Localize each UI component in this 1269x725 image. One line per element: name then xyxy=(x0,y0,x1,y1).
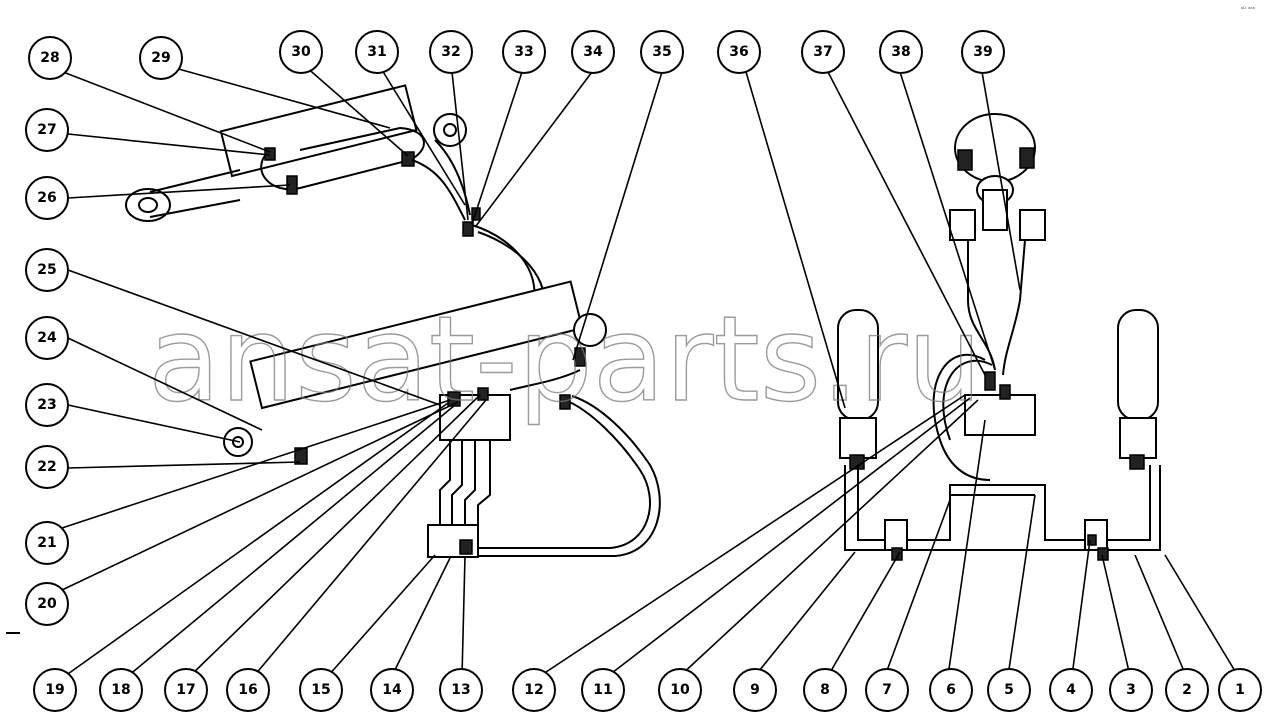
upper-cylinder xyxy=(125,84,467,222)
callout-26: 26 xyxy=(25,176,69,220)
callout-17-label: 17 xyxy=(176,682,195,698)
callout-3: 3 xyxy=(1109,668,1153,712)
callout-25-label: 25 xyxy=(37,262,56,278)
callout-19: 19 xyxy=(33,668,77,712)
callout-20: 20 xyxy=(25,582,69,626)
callout-7: 7 xyxy=(865,668,909,712)
callout-6: 6 xyxy=(929,668,973,712)
callout-36: 36 xyxy=(717,30,761,74)
callout-18-label: 18 xyxy=(111,682,130,698)
callout-27: 27 xyxy=(25,108,69,152)
callout-10-label: 10 xyxy=(670,682,690,698)
callout-28-label: 28 xyxy=(40,50,59,66)
callout-33: 33 xyxy=(502,30,546,74)
callout-14: 14 xyxy=(370,668,414,712)
callout-32: 32 xyxy=(429,30,473,74)
callout-24: 24 xyxy=(25,316,69,360)
edge-tick-mark xyxy=(6,632,20,634)
callout-17: 17 xyxy=(164,668,208,712)
callout-34-label: 34 xyxy=(583,44,603,60)
callout-2-label: 2 xyxy=(1182,682,1192,698)
callout-12: 12 xyxy=(512,668,556,712)
callout-10: 10 xyxy=(658,668,702,712)
callout-27-label: 27 xyxy=(37,122,56,138)
callout-33-label: 33 xyxy=(514,44,533,60)
callout-37-label: 37 xyxy=(813,44,832,60)
callout-20-label: 20 xyxy=(37,596,57,612)
callout-4-label: 4 xyxy=(1066,682,1076,698)
leader-lines xyxy=(57,65,1239,677)
callout-21-label: 21 xyxy=(37,535,56,551)
callout-7-label: 7 xyxy=(882,682,892,698)
valve-block xyxy=(427,387,661,558)
callout-11-label: 11 xyxy=(593,682,612,698)
callout-16: 16 xyxy=(226,668,270,712)
callout-25: 25 xyxy=(25,248,69,292)
callout-14-label: 14 xyxy=(382,682,402,698)
callout-29-label: 29 xyxy=(151,50,170,66)
callout-30: 30 xyxy=(279,30,323,74)
callout-28: 28 xyxy=(28,36,72,80)
callout-29: 29 xyxy=(139,36,183,80)
callout-12-label: 12 xyxy=(524,682,543,698)
callout-15: 15 xyxy=(299,668,343,712)
callout-38-label: 38 xyxy=(891,44,910,60)
callout-23-label: 23 xyxy=(37,397,56,413)
callout-37: 37 xyxy=(801,30,845,74)
seat-pedal-assembly xyxy=(949,113,1046,376)
callout-3-label: 3 xyxy=(1126,682,1136,698)
callout-26-label: 26 xyxy=(37,190,56,206)
callout-39-label: 39 xyxy=(973,44,992,60)
corner-note: ᵃᴰ ᵃᵃᵃ xyxy=(1240,6,1255,13)
callout-23: 23 xyxy=(25,383,69,427)
callout-35: 35 xyxy=(640,30,684,74)
callout-6-label: 6 xyxy=(946,682,956,698)
callout-13: 13 xyxy=(439,668,483,712)
callout-16-label: 16 xyxy=(238,682,257,698)
callout-19-label: 19 xyxy=(45,682,64,698)
callout-36-label: 36 xyxy=(729,44,748,60)
watermark-text: ansat-parts.ru xyxy=(148,290,982,428)
callout-9: 9 xyxy=(733,668,777,712)
callout-5: 5 xyxy=(987,668,1031,712)
callout-21: 21 xyxy=(25,521,69,565)
callout-31: 31 xyxy=(355,30,399,74)
callout-9-label: 9 xyxy=(750,682,760,698)
callout-35-label: 35 xyxy=(652,44,671,60)
callout-39: 39 xyxy=(961,30,1005,74)
callout-38: 38 xyxy=(879,30,923,74)
callout-11: 11 xyxy=(581,668,625,712)
callout-5-label: 5 xyxy=(1004,682,1014,698)
callout-24-label: 24 xyxy=(37,330,57,346)
callout-30-label: 30 xyxy=(291,44,311,60)
callout-4: 4 xyxy=(1049,668,1093,712)
callout-1-label: 1 xyxy=(1235,682,1245,698)
lower-manifold-pipes xyxy=(844,465,1161,561)
callout-15-label: 15 xyxy=(311,682,330,698)
callout-34: 34 xyxy=(571,30,615,74)
callout-31-label: 31 xyxy=(367,44,386,60)
callout-1: 1 xyxy=(1218,668,1262,712)
callout-22: 22 xyxy=(25,445,69,489)
callout-22-label: 22 xyxy=(37,459,56,475)
callout-13-label: 13 xyxy=(451,682,470,698)
lower-cylinder xyxy=(223,280,607,465)
callout-8-label: 8 xyxy=(820,682,830,698)
callout-32-label: 32 xyxy=(441,44,460,60)
callout-8: 8 xyxy=(803,668,847,712)
callout-2: 2 xyxy=(1165,668,1209,712)
callout-18: 18 xyxy=(99,668,143,712)
